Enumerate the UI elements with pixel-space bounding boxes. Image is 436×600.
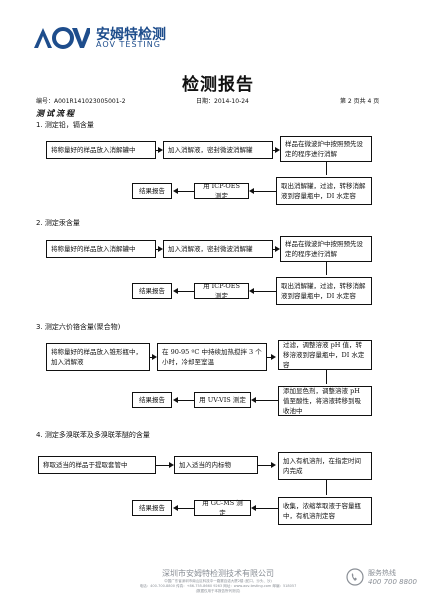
report-date: 日期：2014-10-24: [196, 98, 249, 105]
flow-step: 加入消解液，密封微波消解罐: [163, 240, 273, 258]
flow-step: 加入适当的内标物: [174, 456, 258, 474]
section-4-label: 4. 测定多溴联苯及多溴联苯醚的含量: [36, 431, 150, 439]
hotline-label: 服务热线: [368, 569, 396, 577]
footer-note: (数据仅用于本报告所列测试): [195, 589, 241, 593]
flow-step: 取出消解罐，过滤，转移消解液到容量瓶中，DI 水定容: [276, 177, 372, 205]
flow-step: 结果报告: [132, 183, 172, 199]
report-number: 编号：A001R141023005001-2: [36, 98, 126, 105]
hotline-number: 400 700 8800: [368, 578, 417, 586]
footer-address: 中国广东省深圳市南山区科技中一路赛百诺大厦2楼 (蛇口、沙头、沙): [164, 579, 272, 583]
flow-step: 称取适当的样品于提取套管中: [38, 456, 156, 474]
flow-step: 将称量好的样品放入消解罐中: [46, 141, 156, 159]
section-heading: 测试流程: [36, 108, 76, 118]
section-3-label: 3. 测定六价铬含量(聚合物): [36, 323, 121, 331]
logo-icon: [34, 27, 90, 49]
flow-step: 结果报告: [132, 283, 172, 299]
flow-step: 用 ICP-OES 测定: [194, 182, 249, 200]
hotline: 服务热线 400 700 8800: [346, 566, 430, 590]
flow-step: 用 UV-VIS 测定: [194, 392, 251, 408]
flow-step: 将称量好的样品放入锥形瓶中，加入消解液: [46, 343, 150, 371]
section-1-label: 1. 测定铅，镉含量: [36, 121, 94, 129]
flow-step: 加入有机溶剂，在指定时间内完成: [278, 452, 372, 480]
company-name-en: AOV TESTING: [96, 40, 161, 49]
flow-step: 结果报告: [132, 500, 172, 516]
flow-step: 用 ICP-OES 测定: [194, 282, 249, 300]
page-title: 检测报告: [182, 75, 254, 95]
flow-step: 样品在微波炉中按照预先设定的程序进行消解: [280, 136, 372, 162]
section-2-label: 2. 测定汞含量: [36, 219, 80, 227]
flow-step: 加入消解液，密封微波消解罐: [163, 141, 273, 159]
phone-icon: [346, 568, 364, 586]
flow-step: 样品在微波炉中按照预先设定的程序进行消解: [280, 236, 372, 262]
company-logo: 安姆特检测 AOV TESTING: [34, 24, 184, 52]
flow-step: 取出消解罐，过滤，转移消解液到容量瓶中，DI 水定容: [276, 277, 372, 305]
flow-step: 添加显色剂，调整溶液 pH 值至酸性，将溶液转移到吸收池中: [278, 386, 372, 416]
page-number: 第 2 页共 4 页: [340, 98, 380, 105]
flow-step: 将称量好的样品放入消解罐中: [46, 240, 156, 258]
flow-step: 在 90-95 ºC 中持续加热搅拌 3 个小时，冷却至室温: [157, 343, 267, 371]
flow-step: 结果报告: [132, 392, 172, 408]
company-name-cn: 安姆特检测: [96, 27, 166, 43]
flow-step: 用 GC-MS 测定: [194, 499, 251, 517]
flow-step: 收集，浓缩萃取液于容量瓶中，有机溶剂定容: [278, 497, 372, 525]
footer-company: 深圳市安姆特检测技术有限公司: [162, 569, 274, 578]
footer-contact: 电话：400-700-8800 传真：+86-755-8660 9263 网址：…: [139, 584, 297, 588]
flow-step: 过滤，调整溶液 pH 值，转移溶液到容量瓶中，DI 水定容: [278, 340, 372, 370]
